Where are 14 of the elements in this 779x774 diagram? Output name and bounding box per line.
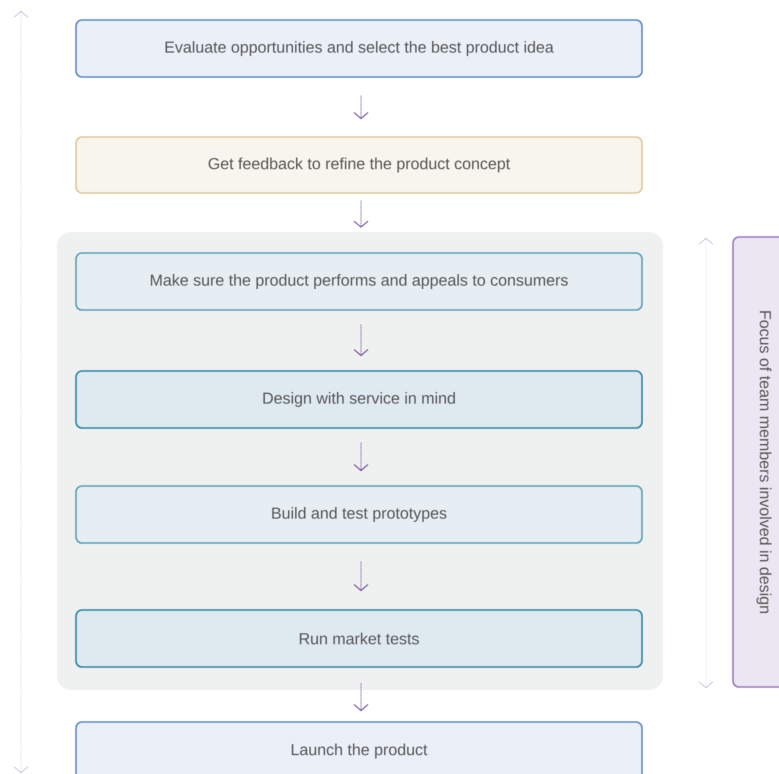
arrow bbox=[354, 682, 368, 712]
step-box: Evaluate opportunities and select the best product idea bbox=[75, 19, 643, 78]
arrow bbox=[354, 95, 368, 120]
arrow bbox=[354, 561, 368, 592]
arrow bbox=[354, 200, 368, 228]
step-box: Run market tests bbox=[75, 609, 643, 668]
step-box: Design with service in mind bbox=[75, 370, 643, 429]
arrow bbox=[354, 442, 368, 472]
step-box: Make sure the product performs and appeals to consumers bbox=[75, 252, 643, 311]
step-box: Get feedback to refine the product concept bbox=[75, 136, 643, 194]
step-box: Launch the product bbox=[75, 721, 643, 774]
step-box: Build and test prototypes bbox=[75, 485, 643, 544]
focus-label-box: Focus of team members involved in design bbox=[732, 236, 779, 688]
arrow bbox=[354, 324, 368, 356]
